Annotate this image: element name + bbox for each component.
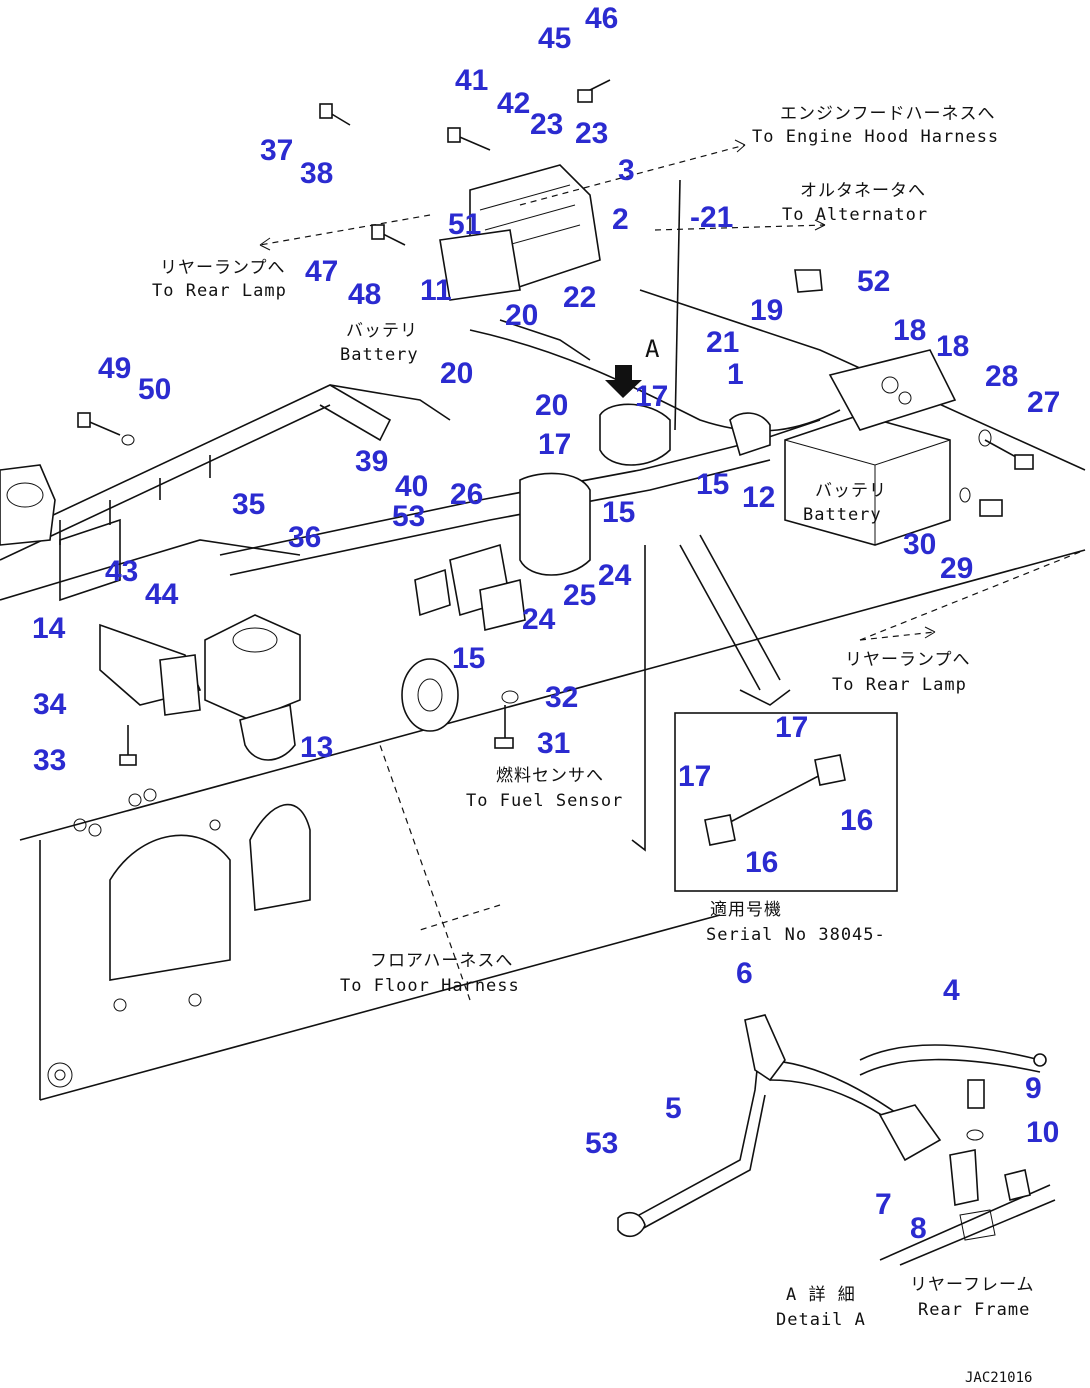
callout-26: 26 bbox=[450, 478, 483, 511]
callout-45: 45 bbox=[538, 22, 571, 55]
callout-numbers: 46 45 41 42 23 23 37 38 3 51 2 -21 47 48… bbox=[32, 2, 1060, 1245]
callout-52: 52 bbox=[857, 265, 890, 298]
callout-10: 10 bbox=[1026, 1116, 1059, 1149]
callout-17c: 17 bbox=[775, 711, 808, 744]
note-rear-frame-jp: リヤーフレーム bbox=[910, 1275, 1034, 1295]
callout-53a: 53 bbox=[392, 500, 425, 533]
note-detail-marker: A bbox=[645, 335, 660, 363]
callout-43: 43 bbox=[105, 555, 138, 588]
callout-16b: 16 bbox=[745, 846, 778, 879]
callout-9: 9 bbox=[1025, 1072, 1042, 1105]
callout-2: 2 bbox=[612, 203, 629, 236]
note-arrows bbox=[259, 139, 936, 852]
note-engine-hood-en: To Engine Hood Harness bbox=[752, 127, 999, 147]
callout-27: 27 bbox=[1027, 386, 1060, 419]
note-serial-jp: 適用号機 bbox=[710, 900, 782, 920]
callout-33: 33 bbox=[33, 744, 66, 777]
callout-35: 35 bbox=[232, 488, 265, 521]
callout-8: 8 bbox=[910, 1212, 927, 1245]
callout-37: 37 bbox=[260, 134, 293, 167]
note-battery-1-en: Battery bbox=[340, 345, 419, 365]
callout-15b: 15 bbox=[602, 496, 635, 529]
callout-29: 29 bbox=[940, 552, 973, 585]
callout-20b: 20 bbox=[440, 357, 473, 390]
note-rear-lamp-2-jp: リヤーランプへ bbox=[845, 650, 971, 670]
callout-44: 44 bbox=[145, 578, 179, 611]
note-floor-harness-en: To Floor Harness bbox=[340, 976, 520, 996]
callout-53b: 53 bbox=[585, 1127, 618, 1160]
note-battery-2-jp: バッテリ bbox=[815, 481, 887, 501]
note-fuel-sensor-jp: 燃料センサへ bbox=[496, 766, 604, 786]
callout-15a: 15 bbox=[696, 468, 729, 501]
callout-23a: 23 bbox=[530, 108, 563, 141]
callout-12: 12 bbox=[742, 481, 775, 514]
callout-23b: 23 bbox=[575, 117, 608, 150]
note-rear-lamp-1-jp: リヤーランプへ bbox=[160, 258, 286, 278]
callout-3: 3 bbox=[618, 154, 635, 187]
callout-6: 6 bbox=[736, 957, 753, 990]
callout-20a: 20 bbox=[505, 299, 538, 332]
callout-39: 39 bbox=[355, 445, 388, 478]
callout-25: 25 bbox=[563, 579, 596, 612]
callout-15c: 15 bbox=[452, 642, 485, 675]
callout-4: 4 bbox=[943, 974, 960, 1007]
callout-36: 36 bbox=[288, 521, 321, 554]
note-rear-frame-en: Rear Frame bbox=[918, 1300, 1030, 1320]
drawing-code: JAC21016 bbox=[965, 1370, 1032, 1386]
note-engine-hood-jp: エンジンフードハーネスへ bbox=[780, 104, 996, 124]
callout-34: 34 bbox=[33, 688, 67, 721]
callout-1: 1 bbox=[727, 358, 744, 391]
callout-48: 48 bbox=[348, 278, 381, 311]
callout-24a: 24 bbox=[598, 559, 632, 592]
note-battery-2-en: Battery bbox=[803, 505, 882, 525]
callout-41: 41 bbox=[455, 64, 488, 97]
note-rear-lamp-1-en: To Rear Lamp bbox=[152, 281, 287, 301]
callout-51: 51 bbox=[448, 208, 481, 241]
note-battery-1-jp: バッテリ bbox=[346, 321, 418, 341]
callout-22: 22 bbox=[563, 281, 596, 314]
callout-16a: 16 bbox=[840, 804, 873, 837]
notes: エンジンフードハーネスへ To Engine Hood Harness オルタネ… bbox=[152, 104, 1034, 1386]
note-detail-jp: A 詳 細 bbox=[786, 1285, 856, 1305]
callout-46: 46 bbox=[585, 2, 618, 35]
note-alternator-en: To Alternator bbox=[782, 205, 928, 225]
note-rear-lamp-2-en: To Rear Lamp bbox=[832, 675, 967, 695]
callout-17d: 17 bbox=[678, 760, 711, 793]
callout-14: 14 bbox=[32, 612, 66, 645]
callout-31: 31 bbox=[537, 727, 570, 760]
callout-32: 32 bbox=[545, 681, 578, 714]
callout-49: 49 bbox=[98, 352, 131, 385]
note-serial-en: Serial No 38045- bbox=[706, 925, 886, 945]
chassis-frame bbox=[0, 289, 1086, 1101]
note-floor-harness-jp: フロアハーネスへ bbox=[370, 951, 513, 971]
callout-17b: 17 bbox=[538, 428, 571, 461]
callout-18a: 18 bbox=[893, 314, 926, 347]
note-alternator-jp: オルタネータへ bbox=[800, 181, 926, 201]
parts-drawing bbox=[0, 79, 1056, 1266]
callout-7: 7 bbox=[875, 1188, 892, 1221]
callout-13: 13 bbox=[300, 731, 333, 764]
callout-19: 19 bbox=[750, 294, 783, 327]
callout-42: 42 bbox=[497, 87, 530, 120]
callout-30: 30 bbox=[903, 528, 936, 561]
callout-17a: 17 bbox=[635, 380, 668, 413]
callout-11: 11 bbox=[420, 274, 452, 307]
callout-5: 5 bbox=[665, 1092, 682, 1125]
callout-40: 40 bbox=[395, 470, 428, 503]
callout-21b: 21 bbox=[706, 326, 739, 359]
callout-20c: 20 bbox=[535, 389, 568, 422]
note-detail-en: Detail A bbox=[776, 1310, 866, 1330]
callout-47: 47 bbox=[305, 255, 338, 288]
callout-24b: 24 bbox=[522, 603, 556, 636]
callout-28: 28 bbox=[985, 360, 1018, 393]
callout-50: 50 bbox=[138, 373, 171, 406]
note-fuel-sensor-en: To Fuel Sensor bbox=[466, 791, 623, 811]
callout-18b: 18 bbox=[936, 330, 969, 363]
callout-21a: -21 bbox=[690, 201, 733, 234]
callout-38: 38 bbox=[300, 157, 333, 190]
